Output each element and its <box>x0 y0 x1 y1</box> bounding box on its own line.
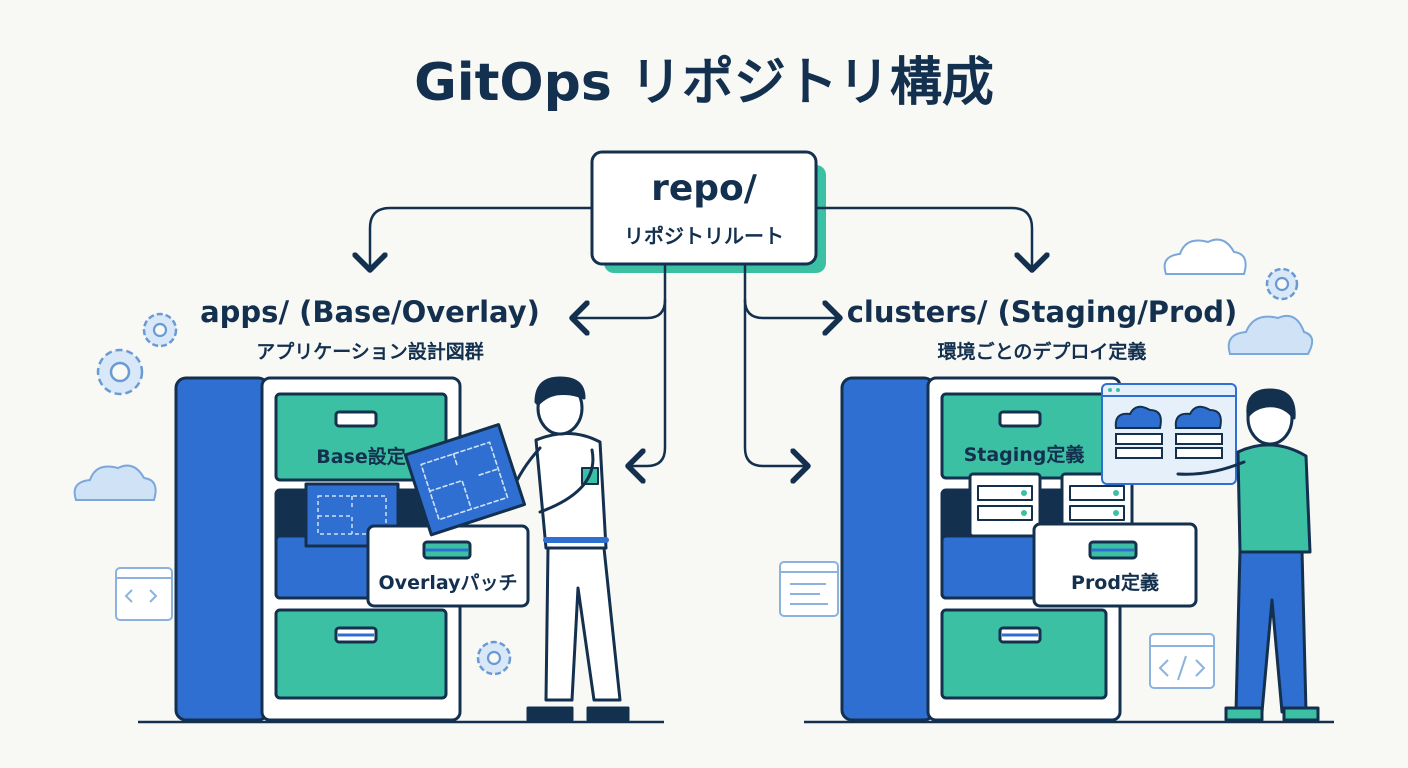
root-node: repo/ リポジトリルート <box>590 150 826 273</box>
cloud-icon <box>1114 405 1162 429</box>
code-icon <box>115 567 173 621</box>
drawer-staging-label: Staging定義 <box>964 443 1085 466</box>
apps-cabinet <box>174 376 530 722</box>
gear-icon <box>1265 267 1299 301</box>
drawer-base-label: Base設定 <box>316 445 406 468</box>
arrow-to-clusters-cabinet <box>743 298 808 466</box>
drawer-overlay-label: Overlayパッチ <box>379 572 518 594</box>
person-icon <box>403 376 630 722</box>
apps-heading: apps/ (Base/Overlay) <box>200 295 540 329</box>
code-icon <box>1149 633 1215 689</box>
dashboard-panel <box>1101 383 1237 485</box>
cloud-icon <box>1174 405 1222 429</box>
cloud-icon <box>73 464 157 501</box>
person-icon <box>1176 388 1320 722</box>
arrow-to-apps-cabinet <box>628 298 667 466</box>
connectors <box>370 206 1032 466</box>
root-name: repo/ <box>651 168 758 209</box>
clusters-heading: clusters/ (Staging/Prod) <box>847 295 1238 329</box>
drawer-overlay <box>366 524 530 608</box>
cloud-icon <box>1163 238 1247 275</box>
gear-icon <box>476 640 512 676</box>
arrow-to-clusters-right <box>814 206 1032 270</box>
gear-icon <box>96 348 144 396</box>
clusters-cabinet <box>840 376 1198 722</box>
code-icon <box>779 561 839 617</box>
server-icon <box>968 472 1042 538</box>
blueprint-icon <box>403 423 527 537</box>
drawer-base <box>274 392 448 482</box>
drawer-prod <box>1032 522 1198 608</box>
root-caption: リポジトリルート <box>624 224 784 248</box>
gear-icon <box>142 312 178 348</box>
arrow-to-apps-left <box>370 206 594 270</box>
page-title: GitOps リポジトリ構成 <box>414 53 994 113</box>
drawer-prod-label: Prod定義 <box>1071 571 1159 594</box>
server-icon <box>1060 472 1134 538</box>
apps-caption: アプリケーション設計図群 <box>256 340 484 363</box>
clusters-caption: 環境ごとのデプロイ定義 <box>938 340 1147 363</box>
cloud-icon <box>1227 314 1314 355</box>
